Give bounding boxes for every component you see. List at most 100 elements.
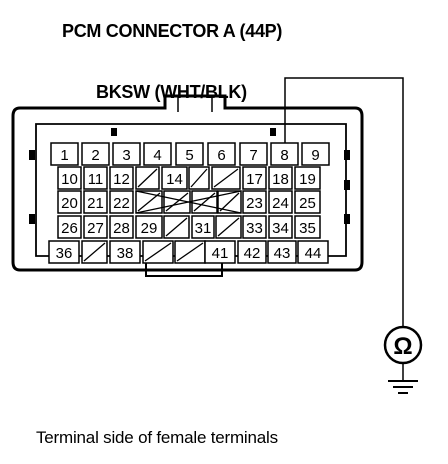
terminal-26 [57, 215, 82, 239]
terminal-11 [83, 166, 108, 190]
terminal-label-31: 31 [195, 220, 212, 237]
right-lock-notch-mid [344, 180, 350, 190]
terminal-label-6: 6 [217, 147, 225, 164]
terminal-10 [57, 166, 82, 190]
ohm-symbol: Ω [393, 333, 412, 360]
terminal-label-25: 25 [299, 195, 316, 212]
connector-housing-inner [35, 123, 347, 257]
unused-cavity-mark [83, 242, 106, 262]
terminal-label-23: 23 [246, 195, 263, 212]
terminal-27 [83, 215, 108, 239]
terminal-6 [207, 142, 236, 166]
right-lock-notch-top [344, 150, 350, 160]
terminal-12 [109, 166, 134, 190]
unused-cavity-mark [193, 192, 216, 212]
terminal-label-17: 17 [246, 171, 263, 188]
terminal-9 [301, 142, 330, 166]
terminal-42 [237, 240, 267, 264]
top-key-right [270, 128, 276, 136]
terminal-label-43: 43 [274, 245, 291, 262]
terminal-2 [81, 142, 110, 166]
terminal-24 [268, 190, 293, 214]
terminal-7 [239, 142, 268, 166]
terminal-label-36: 36 [56, 245, 73, 262]
unused-cavity-mark [190, 168, 208, 188]
terminal-41 [204, 240, 236, 264]
terminal-label-44: 44 [305, 245, 322, 262]
terminal-22 [109, 190, 134, 214]
terminal-label-4: 4 [153, 147, 161, 164]
terminal-29 [135, 215, 163, 239]
terminal-label-2: 2 [91, 147, 99, 164]
terminal-36 [48, 240, 80, 264]
terminal-label-29: 29 [141, 220, 158, 237]
unused-cavity-mark [137, 168, 158, 188]
terminal-3 [112, 142, 141, 166]
terminal-label-5: 5 [185, 147, 193, 164]
left-lock-notch-bottom [29, 214, 35, 224]
terminal-4 [143, 142, 172, 166]
terminal-14 [161, 166, 188, 190]
terminal-20 [57, 190, 82, 214]
terminal-label-21: 21 [87, 195, 104, 212]
unused-cavity-mark [176, 242, 204, 262]
terminal-label-28: 28 [113, 220, 130, 237]
terminal-label-20: 20 [61, 195, 78, 212]
terminal-label-3: 3 [122, 147, 130, 164]
terminal-label-7: 7 [249, 147, 257, 164]
terminal-25 [294, 190, 321, 214]
terminal-19 [294, 166, 321, 190]
terminal-label-10: 10 [61, 171, 78, 188]
diagram-caption: Terminal side of female terminals [36, 428, 278, 447]
terminal-43 [267, 240, 297, 264]
terminal-5 [175, 142, 204, 166]
terminal-21 [83, 190, 108, 214]
terminal-label-12: 12 [113, 171, 130, 188]
unused-cavity-mark [165, 192, 189, 212]
terminal-1 [50, 142, 79, 166]
terminal-17 [242, 166, 267, 190]
unused-cavity-mark [219, 192, 240, 212]
terminal-label-22: 22 [113, 195, 130, 212]
unused-cavity-mark [217, 217, 240, 237]
connector-bottom-latch [145, 262, 223, 277]
right-lock-notch-bottom [344, 214, 350, 224]
center-cross-mark [135, 190, 242, 214]
top-key-left [111, 128, 117, 136]
left-lock-notch-top [29, 150, 35, 160]
terminal-label-35: 35 [299, 220, 316, 237]
terminal-label-1: 1 [60, 147, 68, 164]
terminal-label-14: 14 [166, 171, 183, 188]
terminal-label-42: 42 [244, 245, 261, 262]
diagram-title: PCM CONNECTOR A (44P) [62, 21, 283, 41]
terminal-35 [294, 215, 321, 239]
probe-wire [284, 77, 404, 326]
terminal-33 [242, 215, 267, 239]
terminal-38 [109, 240, 141, 264]
ohmmeter-circle [383, 325, 423, 365]
terminal-28 [109, 215, 134, 239]
terminal-label-18: 18 [272, 171, 289, 188]
terminal-label-41: 41 [212, 245, 229, 262]
terminal-31 [191, 215, 215, 239]
terminal-label-33: 33 [246, 220, 263, 237]
terminal-label-38: 38 [117, 245, 134, 262]
connector-top-tab [177, 96, 213, 112]
unused-cavity-mark [213, 168, 239, 188]
terminal-label-34: 34 [272, 220, 289, 237]
terminal-34 [268, 215, 293, 239]
unused-cavity-mark [165, 217, 188, 237]
terminal-label-11: 11 [88, 171, 104, 188]
terminal-18 [268, 166, 293, 190]
terminal-label-19: 19 [299, 171, 316, 188]
terminal-label-24: 24 [272, 195, 289, 212]
terminal-23 [242, 190, 267, 214]
terminal-label-8: 8 [280, 147, 288, 164]
unused-cavity-mark [137, 192, 161, 212]
terminal-44 [297, 240, 329, 264]
terminal-label-27: 27 [87, 220, 104, 237]
terminal-label-9: 9 [311, 147, 319, 164]
